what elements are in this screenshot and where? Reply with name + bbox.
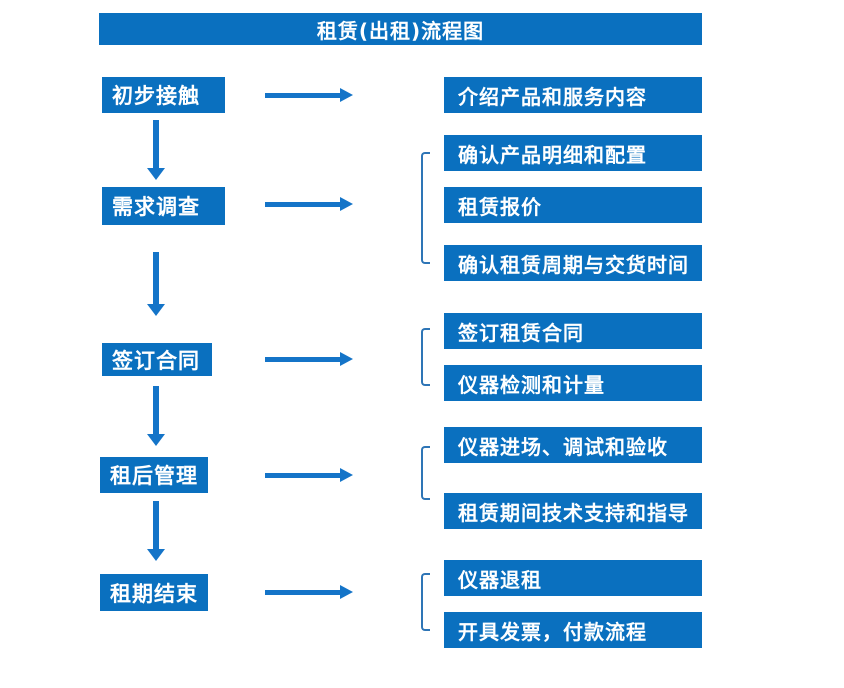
arrow-head [340, 197, 353, 211]
group-bracket [421, 573, 430, 631]
arrow-head [147, 549, 165, 561]
arrow-down-icon [147, 501, 165, 561]
stage-initial-contact: 初步接触 [102, 77, 225, 113]
arrow-shaft [265, 93, 341, 98]
detail-rental-tech-support: 租赁期间技术支持和指导 [444, 493, 702, 529]
stage-post-rental-management: 租后管理 [100, 457, 208, 493]
detail-rental-quote: 租赁报价 [444, 187, 702, 223]
arrow-shaft [153, 386, 159, 435]
detail-instrument-setup-acceptance: 仪器进场、调试和验收 [444, 427, 702, 463]
detail-instrument-return: 仪器退租 [444, 560, 702, 596]
detail-instrument-testing: 仪器检测和计量 [444, 365, 702, 401]
flowchart-title: 租赁(出租)流程图 [99, 13, 702, 45]
arrow-right-icon [265, 197, 353, 211]
arrow-head [147, 434, 165, 446]
stage-rental-end: 租期结束 [100, 574, 208, 611]
stage-sign-contract: 签订合同 [102, 343, 212, 376]
group-bracket [421, 446, 430, 500]
arrow-shaft [265, 357, 341, 362]
arrow-right-icon [265, 88, 353, 102]
arrow-down-icon [147, 252, 165, 316]
arrow-right-icon [265, 352, 353, 366]
arrow-head [340, 352, 353, 366]
arrow-shaft [153, 120, 159, 169]
stage-demand-survey: 需求调查 [102, 187, 225, 225]
arrow-shaft [265, 590, 341, 595]
arrow-right-icon [265, 585, 353, 599]
detail-intro-products-services: 介绍产品和服务内容 [444, 77, 702, 113]
arrow-down-icon [147, 120, 165, 180]
detail-invoice-payment: 开具发票，付款流程 [444, 612, 702, 648]
detail-sign-rental-contract: 签订租赁合同 [444, 313, 702, 349]
group-bracket [421, 328, 430, 386]
arrow-shaft [265, 473, 341, 478]
detail-confirm-product-details: 确认产品明细和配置 [444, 135, 702, 171]
arrow-down-icon [147, 386, 165, 446]
arrow-head [340, 468, 353, 482]
arrow-head [340, 88, 353, 102]
arrow-head [147, 168, 165, 180]
group-bracket [421, 152, 430, 264]
arrow-shaft [153, 252, 159, 305]
arrow-shaft [153, 501, 159, 550]
arrow-shaft [265, 202, 341, 207]
arrow-right-icon [265, 468, 353, 482]
arrow-head [147, 304, 165, 316]
detail-confirm-period-delivery: 确认租赁周期与交货时间 [444, 245, 702, 281]
arrow-head [340, 585, 353, 599]
